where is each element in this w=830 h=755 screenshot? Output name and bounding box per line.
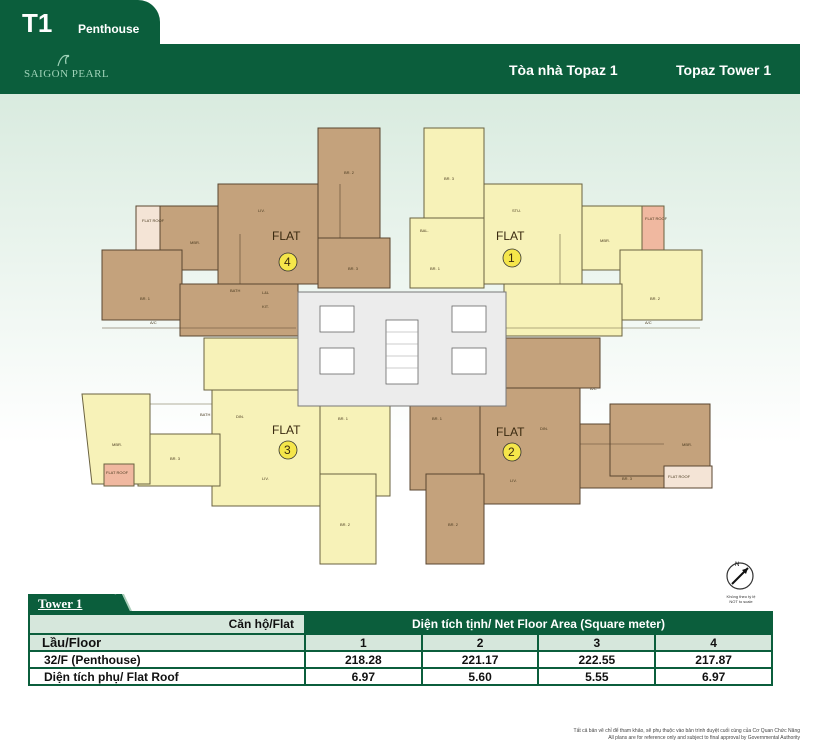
room-label: LIV.: [262, 476, 269, 481]
floor-plan-drawing: LIV. MBR. FLAT ROOF BR. 1 BR. 2 BR. 3 KI…: [81, 127, 713, 565]
room-label: L&L: [262, 290, 270, 295]
room-label: BR. 3: [622, 476, 633, 481]
table-cell: 217.87: [654, 650, 773, 669]
room-label: MBR.: [112, 442, 122, 447]
room-label: FLAT ROOF: [645, 216, 668, 221]
building-name-vn: Tòa nhà Topaz 1: [509, 62, 618, 78]
flat-tag-2: FLAT 2: [496, 425, 525, 462]
net-floor-area-table: Căn hộ/Flat Diện tích tịnh/ Net Floor Ar…: [28, 613, 774, 686]
svg-text:N: N: [735, 562, 739, 568]
flat-tag-1: FLAT 1: [496, 229, 525, 268]
flat-tag-3: FLAT 3: [272, 423, 301, 460]
pearl-bird-icon: [57, 54, 70, 67]
table-cell: 6.97: [654, 667, 773, 686]
flat-number-header: 4: [654, 633, 773, 652]
room-label: MBR.: [682, 442, 692, 447]
flat-header: Căn hộ/Flat: [28, 613, 306, 635]
flat-3-area: [81, 337, 391, 565]
flat-2-area: [409, 337, 713, 565]
flat-label: FLAT: [496, 229, 525, 243]
service-core: [297, 291, 507, 407]
room-label: BATH: [230, 288, 240, 293]
room-label: BR. 2: [344, 170, 355, 175]
floor-header: Lầu/Floor: [28, 633, 306, 652]
flat-label: FLAT: [272, 423, 301, 437]
table-header-row-1: Căn hộ/Flat Diện tích tịnh/ Net Floor Ar…: [28, 613, 774, 635]
table-cell: 221.17: [420, 650, 540, 669]
room-label: DIN.: [540, 426, 548, 431]
room-label: FLAT ROOF: [142, 218, 165, 223]
row-label: Diện tích phụ/ Flat Roof: [28, 667, 306, 686]
table-cell: 5.55: [537, 667, 657, 686]
room-label: DIN.: [236, 414, 244, 419]
room-label: BR. 1: [338, 416, 349, 421]
room-label: MBR.: [190, 240, 200, 245]
flat-label: FLAT: [496, 425, 525, 439]
flat-number: 3: [284, 443, 291, 457]
disclaimer-vn: Tất cả bản vẽ chỉ để tham khảo, sẽ phụ t…: [573, 728, 800, 734]
flat-number: 4: [284, 255, 291, 269]
table-cell: 5.60: [420, 667, 540, 686]
north-compass-icon: N: [726, 562, 754, 590]
room-label: STU.: [512, 208, 521, 213]
room-label: KIT.: [262, 304, 269, 309]
room-label: BR. 2: [650, 296, 661, 301]
tower-tab: T1 Penthouse: [0, 0, 160, 46]
header-bar: [0, 44, 800, 94]
room-label: BR. 3: [444, 176, 455, 181]
saigon-pearl-logo: SAIGON PEARL: [24, 52, 109, 80]
room-label: FLAT ROOF: [668, 474, 691, 479]
building-name-en: Topaz Tower 1: [676, 62, 772, 78]
room-label: BR. 1: [432, 416, 443, 421]
room-label: BR. 3: [170, 456, 181, 461]
tower-code: T1: [22, 8, 53, 38]
room-label: BR. 1: [140, 296, 151, 301]
tower-table-tab: Tower 1: [28, 594, 124, 613]
flat-tag-4: FLAT 4: [272, 229, 301, 272]
table-cell: 222.55: [537, 650, 657, 669]
flat-number-header: 1: [303, 633, 423, 652]
table-row: Diện tích phụ/ Flat Roof 6.97 5.60 5.55 …: [28, 667, 773, 686]
room-label: BR. 1: [430, 266, 441, 271]
room-label: BAL.: [420, 228, 429, 233]
room-label: A/C: [150, 320, 157, 325]
tower-table-label: Tower 1: [38, 596, 83, 611]
flat-number-header: 2: [420, 633, 540, 652]
table-cell: 218.28: [303, 650, 423, 669]
flat-number: 2: [508, 445, 515, 459]
tower-type: Penthouse: [78, 22, 140, 36]
compass-note-vn: Không theo tỷ lệ: [726, 594, 756, 599]
room-label: BR. 2: [448, 522, 459, 527]
table-header-row-2: Lầu/Floor 1 2 3 4: [28, 633, 773, 652]
room-label: A/C: [645, 320, 652, 325]
room-label: A/C: [590, 386, 597, 391]
room-label: MBR.: [600, 238, 610, 243]
tower-table-rule: [28, 611, 773, 613]
tab-stripes-icon: [116, 594, 132, 611]
logo-text: SAIGON PEARL: [24, 68, 110, 80]
room-label: LIV.: [510, 478, 517, 483]
flat-label: FLAT: [272, 229, 301, 243]
area-header: Diện tích tịnh/ Net Floor Area (Square m…: [303, 613, 774, 635]
flat-4-area: [101, 127, 391, 337]
disclaimer: Tất cả bản vẽ chỉ để tham khảo, sẽ phụ t…: [574, 728, 800, 742]
room-label: BATH: [200, 412, 210, 417]
compass-note-en: NOT to scale: [729, 599, 753, 604]
room-label: BR. 2: [340, 522, 351, 527]
room-label: FLAT ROOF: [106, 470, 129, 475]
table-row: 32/F (Penthouse) 218.28 221.17 222.55 21…: [28, 650, 773, 669]
compass-note: Không theo tỷ lệ NOT to scale: [716, 594, 766, 604]
room-label: LIV.: [258, 208, 265, 213]
flat-1-area: [409, 127, 703, 337]
disclaimer-en: All plans are for reference only and sub…: [608, 735, 800, 741]
flat-number-header: 3: [537, 633, 657, 652]
room-label: BR. 3: [348, 266, 359, 271]
flat-number: 1: [508, 251, 515, 265]
table-cell: 6.97: [303, 667, 423, 686]
row-label: 32/F (Penthouse): [28, 650, 306, 669]
